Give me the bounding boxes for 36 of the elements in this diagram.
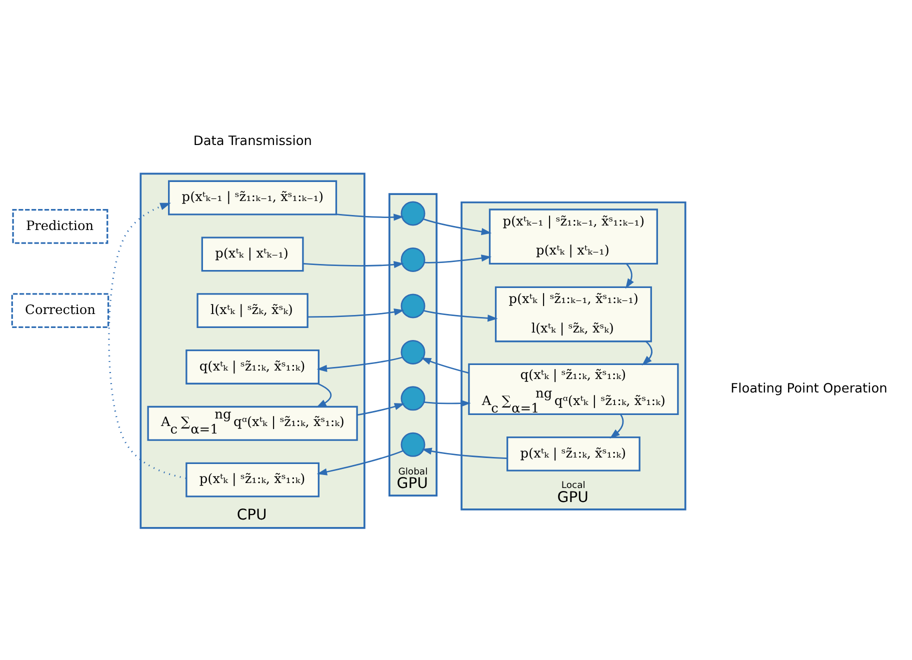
label: Floating Point Operation — [730, 382, 888, 397]
node-box: p(xᵗₖ | ˢz̃₁:ₖ₋₁, x̃ˢ₁:ₖ₋₁) l(xᵗₖ | ˢz̃ₖ, x̃ˢₖ) — [494, 286, 652, 342]
arrow — [303, 261, 404, 268]
arrow — [423, 310, 498, 322]
node-box: p(xᵗₖ | ˢz̃₁:ₖ, x̃ˢ₁:ₖ) — [506, 436, 640, 472]
arrow — [108, 202, 186, 479]
node-circle — [400, 340, 426, 364]
node-circle — [400, 432, 426, 457]
arrow — [316, 383, 332, 408]
arrow — [610, 414, 624, 439]
node-box: p(xᵗₖ | xᵗₖ₋₁) — [201, 236, 304, 272]
arrow — [424, 400, 471, 407]
arrow — [357, 403, 405, 416]
arrow — [625, 263, 634, 289]
node-box: p(xᵗₖ₋₁ | ˢz̃₁:ₖ₋₁, x̃ˢ₁:ₖ₋₁) p(xᵗₖ | xᵗₖ₋₁) — [488, 208, 658, 265]
node-box: Correction — [11, 293, 110, 328]
arrow — [423, 218, 492, 236]
arrow — [642, 340, 652, 366]
arrow — [422, 448, 508, 459]
node-box: p(xᵗₖ₋₁ | ˢz̃₁:ₖ₋₁, x̃ˢ₁:ₖ₋₁) — [168, 180, 338, 216]
node-box: l(xᵗₖ | ˢz̃ₖ, x̃ˢₖ) — [196, 293, 308, 328]
node-box: q(xᵗₖ | ˢz̃₁:ₖ, x̃ˢ₁:ₖ) — [186, 350, 320, 384]
arrow — [316, 356, 403, 372]
label: Data Transmission — [193, 134, 312, 149]
arrow — [308, 308, 404, 318]
arrow — [424, 254, 492, 264]
node-circle — [400, 201, 426, 226]
cluster: Global GPU — [388, 193, 438, 496]
node-box: Prediction — [12, 208, 108, 244]
node-box: p(xᵗₖ | ˢz̃₁:ₖ, x̃ˢ₁:ₖ) — [186, 462, 320, 498]
node-circle — [400, 247, 426, 272]
node-circle — [400, 294, 426, 318]
arrow — [420, 358, 469, 374]
arrow — [316, 450, 404, 476]
node-circle — [400, 386, 426, 411]
arrow — [336, 214, 404, 221]
